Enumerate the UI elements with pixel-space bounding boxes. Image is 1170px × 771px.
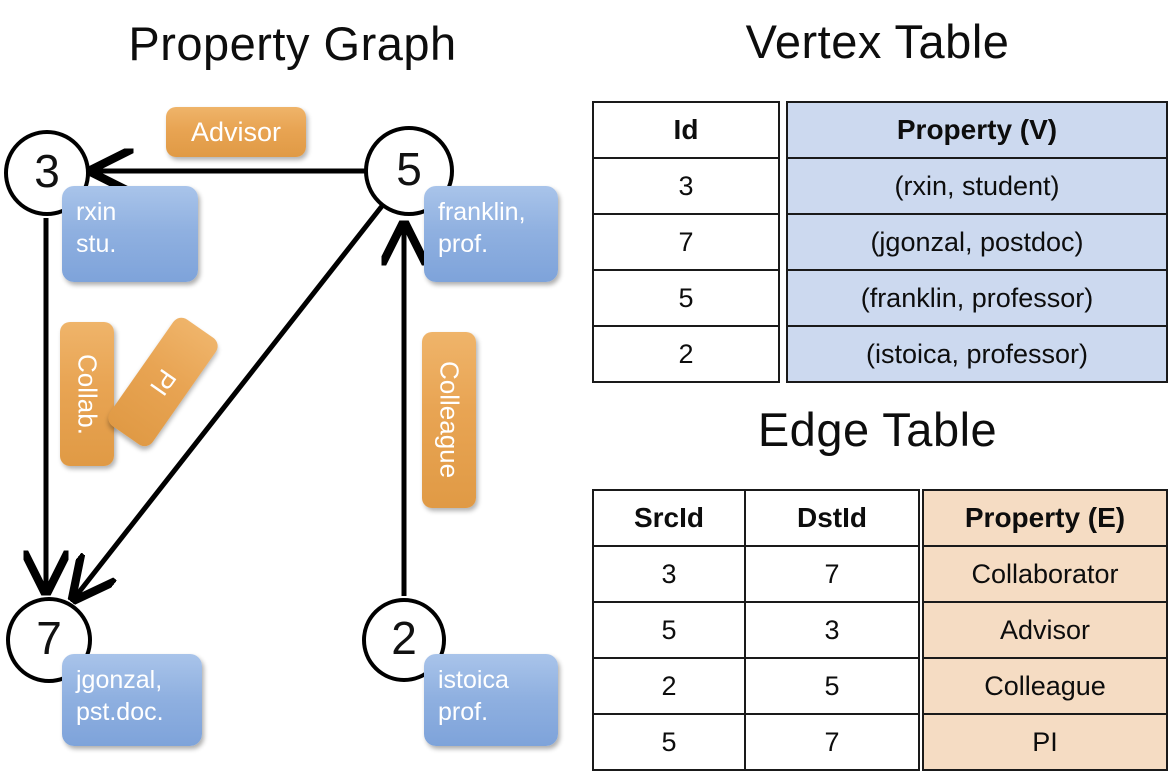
vertex-2-id: 2 xyxy=(391,612,417,664)
vertex-property-2-line1: istoica xyxy=(438,666,509,694)
table-header-row: Property (E) xyxy=(922,489,1168,547)
vertex-property-7-line1: jgonzal, xyxy=(76,666,163,694)
edge-table-cell-property: Collaborator xyxy=(922,545,1168,603)
page-title-edge-table: Edge Table xyxy=(757,403,998,456)
graph-vertex-2[interactable]: 2 xyxy=(362,598,446,682)
vertex-table-header-property: Property (V) xyxy=(786,101,1168,159)
vertex-5-id: 5 xyxy=(396,143,422,195)
graph-vertex-5[interactable]: 5 xyxy=(364,126,454,216)
vertex-property-5-line2: prof. xyxy=(438,230,489,258)
vertex-table-cell-property: (jgonzal, postdoc) xyxy=(786,213,1168,271)
table-row: 5 3 xyxy=(592,601,920,659)
vertex-property-box-7: jgonzal, pst.doc. xyxy=(62,654,202,746)
edge-table-header-srcid: SrcId xyxy=(592,489,746,547)
edge-table-header-dstid: DstId xyxy=(744,489,920,547)
vertex-table-cell-id: 3 xyxy=(592,157,780,215)
table-row: 2 5 xyxy=(592,657,920,715)
vertex-3-id: 3 xyxy=(34,145,60,197)
vertex-table-cell-property: (istoica, professor) xyxy=(786,325,1168,383)
edge-5-to-7 xyxy=(76,204,384,596)
vertex-table-cell-id: 7 xyxy=(592,213,780,271)
edge-table-cell-src: 3 xyxy=(592,545,746,603)
table-row: 5 7 xyxy=(592,713,920,771)
table-row: PI xyxy=(922,713,1168,771)
edge-label-colleague-text: Colleague xyxy=(434,361,465,479)
vertex-table-cell-property: (rxin, student) xyxy=(786,157,1168,215)
table-header-row: Property (V) xyxy=(786,101,1168,159)
table-row: (rxin, student) xyxy=(786,157,1168,215)
vertex-table-property-column: Property (V) (rxin, student) (jgonzal, p… xyxy=(786,101,1168,383)
edge-label-colleague: Colleague xyxy=(422,332,476,508)
edge-label-collab: Collab. xyxy=(60,322,114,466)
page-title-property-graph: Property Graph xyxy=(128,17,457,70)
edge-table-property-column: Property (E) Collaborator Advisor Collea… xyxy=(922,489,1168,771)
edge-table-cell-src: 5 xyxy=(592,713,746,771)
edge-table-cell-dst: 7 xyxy=(744,713,920,771)
vertex-property-box-5: franklin, prof. xyxy=(424,186,558,282)
table-row: 5 xyxy=(592,269,780,327)
edge-table-cell-property: PI xyxy=(922,713,1168,771)
vertex-table-cell-property: (franklin, professor) xyxy=(786,269,1168,327)
vertex-property-2-line2: prof. xyxy=(438,698,489,726)
vertex-table-id-column: Id 3 7 5 2 xyxy=(592,101,780,383)
edge-table-cell-dst: 5 xyxy=(744,657,920,715)
vertex-table-header-id: Id xyxy=(592,101,780,159)
table-row: 2 xyxy=(592,325,780,383)
vertex-table-cell-id: 5 xyxy=(592,269,780,327)
edge-table-cell-property: Advisor xyxy=(922,601,1168,659)
table-row: (franklin, professor) xyxy=(786,269,1168,327)
table-row: 3 xyxy=(592,157,780,215)
edge-table-cell-src: 5 xyxy=(592,601,746,659)
table-row: (istoica, professor) xyxy=(786,325,1168,383)
table-row: (jgonzal, postdoc) xyxy=(786,213,1168,271)
vertex-property-7-line2: pst.doc. xyxy=(76,698,164,726)
vertex-property-3-line1: rxin xyxy=(76,198,117,226)
page-title-vertex-table: Vertex Table xyxy=(745,15,1010,68)
edge-table-src-dst-columns: SrcId DstId 3 7 5 3 2 5 5 7 xyxy=(592,489,920,771)
property-graph-panel: Property Graph 3 5 7 2 rxin stu. frankli… xyxy=(0,0,585,760)
table-header-row: SrcId DstId xyxy=(592,489,920,547)
edge-label-collab-text: Collab. xyxy=(72,353,103,435)
vertex-property-5-line1: franklin, xyxy=(438,198,526,226)
vertex-property-box-3: rxin stu. xyxy=(62,186,198,282)
table-row: Collaborator xyxy=(922,545,1168,603)
table-row: 3 7 xyxy=(592,545,920,603)
vertex-table-cell-id: 2 xyxy=(592,325,780,383)
edge-label-advisor-text: Advisor xyxy=(190,116,282,147)
table-header-row: Id xyxy=(592,101,780,159)
table-row: Advisor xyxy=(922,601,1168,659)
edge-label-advisor: Advisor xyxy=(166,107,306,157)
table-row: 7 xyxy=(592,213,780,271)
edge-table-cell-property: Colleague xyxy=(922,657,1168,715)
edge-table-cell-src: 2 xyxy=(592,657,746,715)
edge-label-pi-text: PI xyxy=(144,363,183,401)
vertex-7-id: 7 xyxy=(36,612,62,664)
edge-table-cell-dst: 7 xyxy=(744,545,920,603)
edge-table-cell-dst: 3 xyxy=(744,601,920,659)
edge-table-header-property: Property (E) xyxy=(922,489,1168,547)
graph-edges-svg xyxy=(0,0,585,760)
table-row: Colleague xyxy=(922,657,1168,715)
vertex-property-3-line2: stu. xyxy=(76,230,117,258)
vertex-property-box-2: istoica prof. xyxy=(424,654,558,746)
